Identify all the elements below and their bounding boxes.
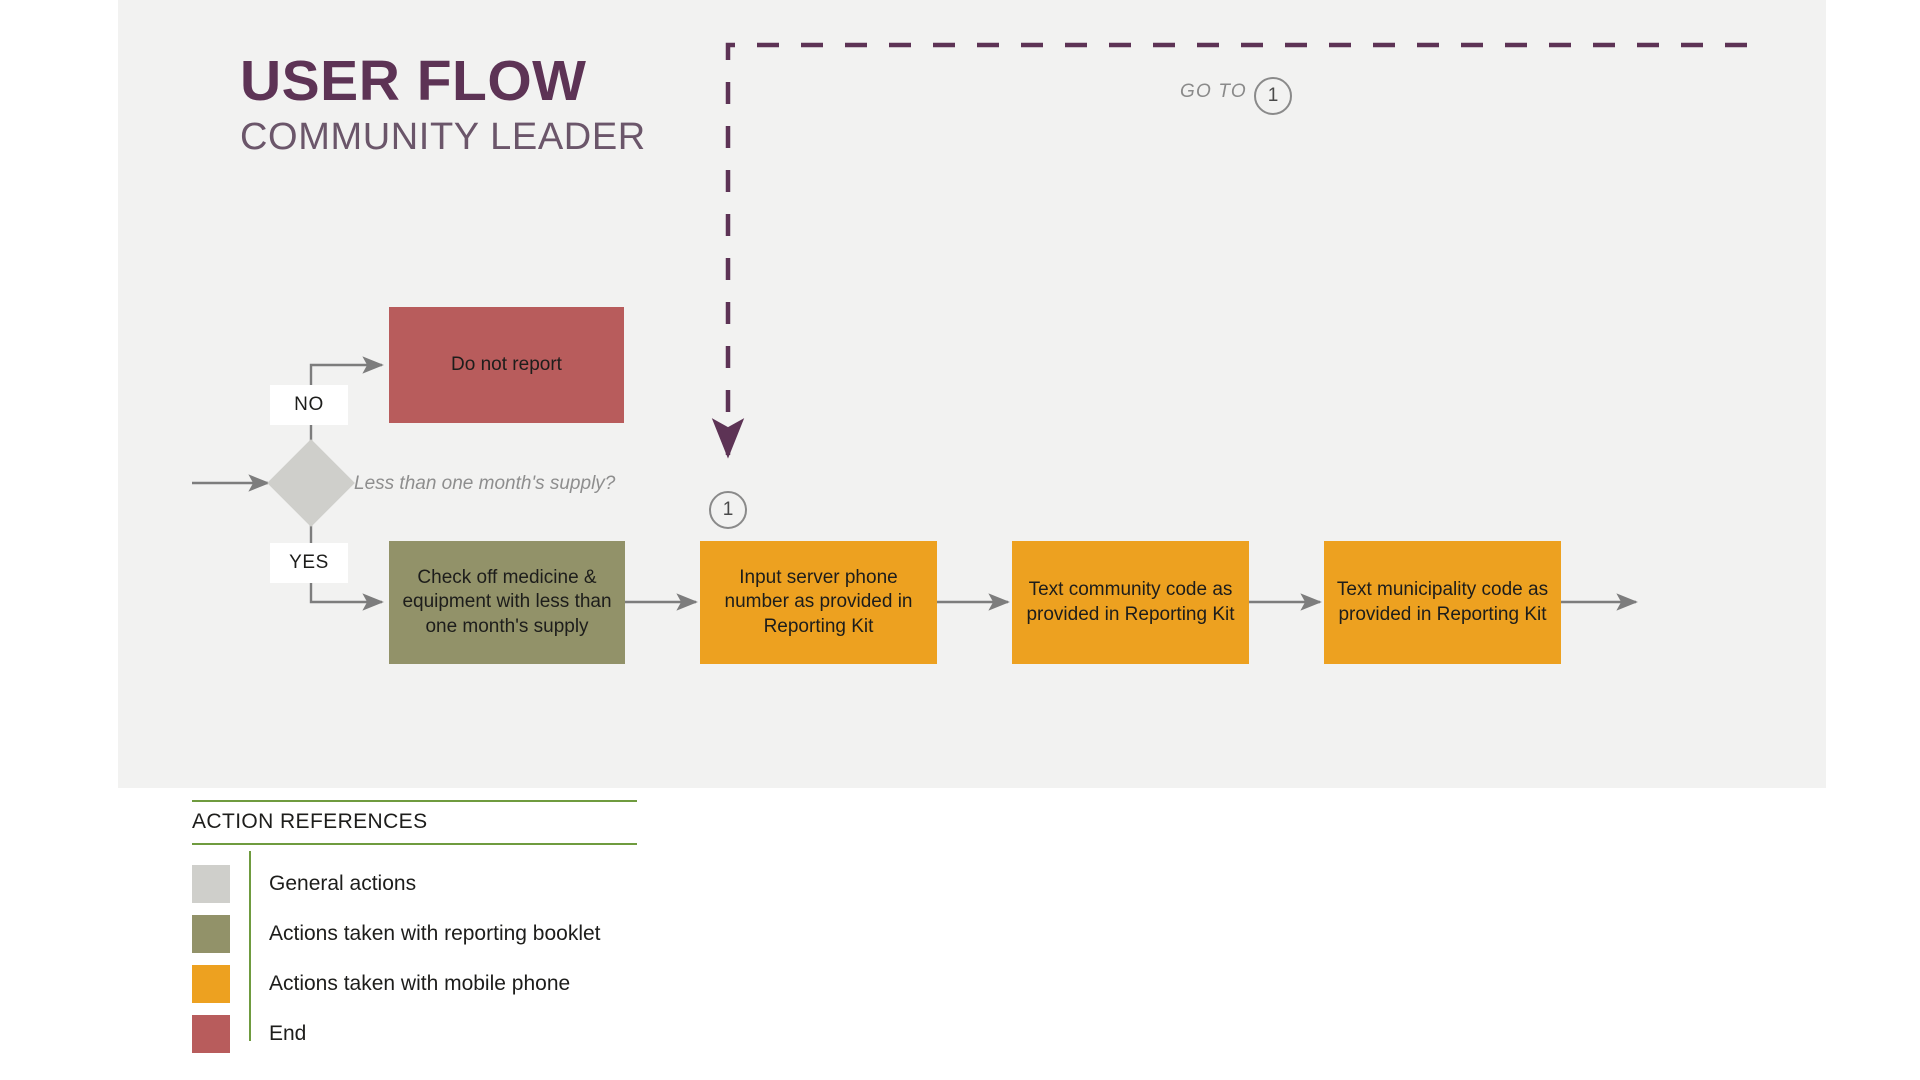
node-do-not-report[interactable]: Do not report <box>389 307 624 423</box>
branch-label-yes: YES <box>270 543 348 583</box>
legend-swatch-mobile <box>192 965 230 1003</box>
target-connector-circle-1[interactable]: 1 <box>709 491 747 529</box>
legend-swatch-booklet <box>192 915 230 953</box>
legend-vertical-divider <box>249 851 251 1041</box>
title-block: USER FLOW COMMUNITY LEADER <box>240 52 860 158</box>
legend-label-general: General actions <box>269 872 417 895</box>
legend-item-reporting-booklet: Actions taken with reporting booklet <box>192 909 637 959</box>
page-title: USER FLOW <box>240 49 587 113</box>
legend-label-end: End <box>269 1022 307 1045</box>
legend-item-end: End <box>192 1009 637 1059</box>
legend-body: General actions Actions taken with repor… <box>192 845 637 1059</box>
node-check-off-medicine[interactable]: Check off medicine & equipment with less… <box>389 541 625 664</box>
goto-label: GO TO <box>1180 81 1247 102</box>
legend-label-mobile: Actions taken with mobile phone <box>269 972 571 995</box>
legend-item-mobile-phone: Actions taken with mobile phone <box>192 959 637 1009</box>
decision-label: Less than one month's supply? <box>354 473 616 494</box>
branch-label-no: NO <box>270 385 348 425</box>
node-text-community-code[interactable]: Text community code as provided in Repor… <box>1012 541 1249 664</box>
legend: ACTION REFERENCES General actions Action… <box>192 800 637 1059</box>
page-subtitle: COMMUNITY LEADER <box>240 116 646 159</box>
legend-title: ACTION REFERENCES <box>192 810 428 833</box>
node-text-municipality-code[interactable]: Text municipality code as provided in Re… <box>1324 541 1561 664</box>
goto-connector-circle-1[interactable]: 1 <box>1254 77 1292 115</box>
legend-item-general-actions: General actions <box>192 859 637 909</box>
node-input-server-phone[interactable]: Input server phone number as provided in… <box>700 541 937 664</box>
legend-swatch-general <box>192 865 230 903</box>
legend-label-booklet: Actions taken with reporting booklet <box>269 922 601 945</box>
legend-top-rule <box>192 800 637 802</box>
legend-swatch-end <box>192 1015 230 1053</box>
legend-bottom-rule <box>192 843 637 845</box>
